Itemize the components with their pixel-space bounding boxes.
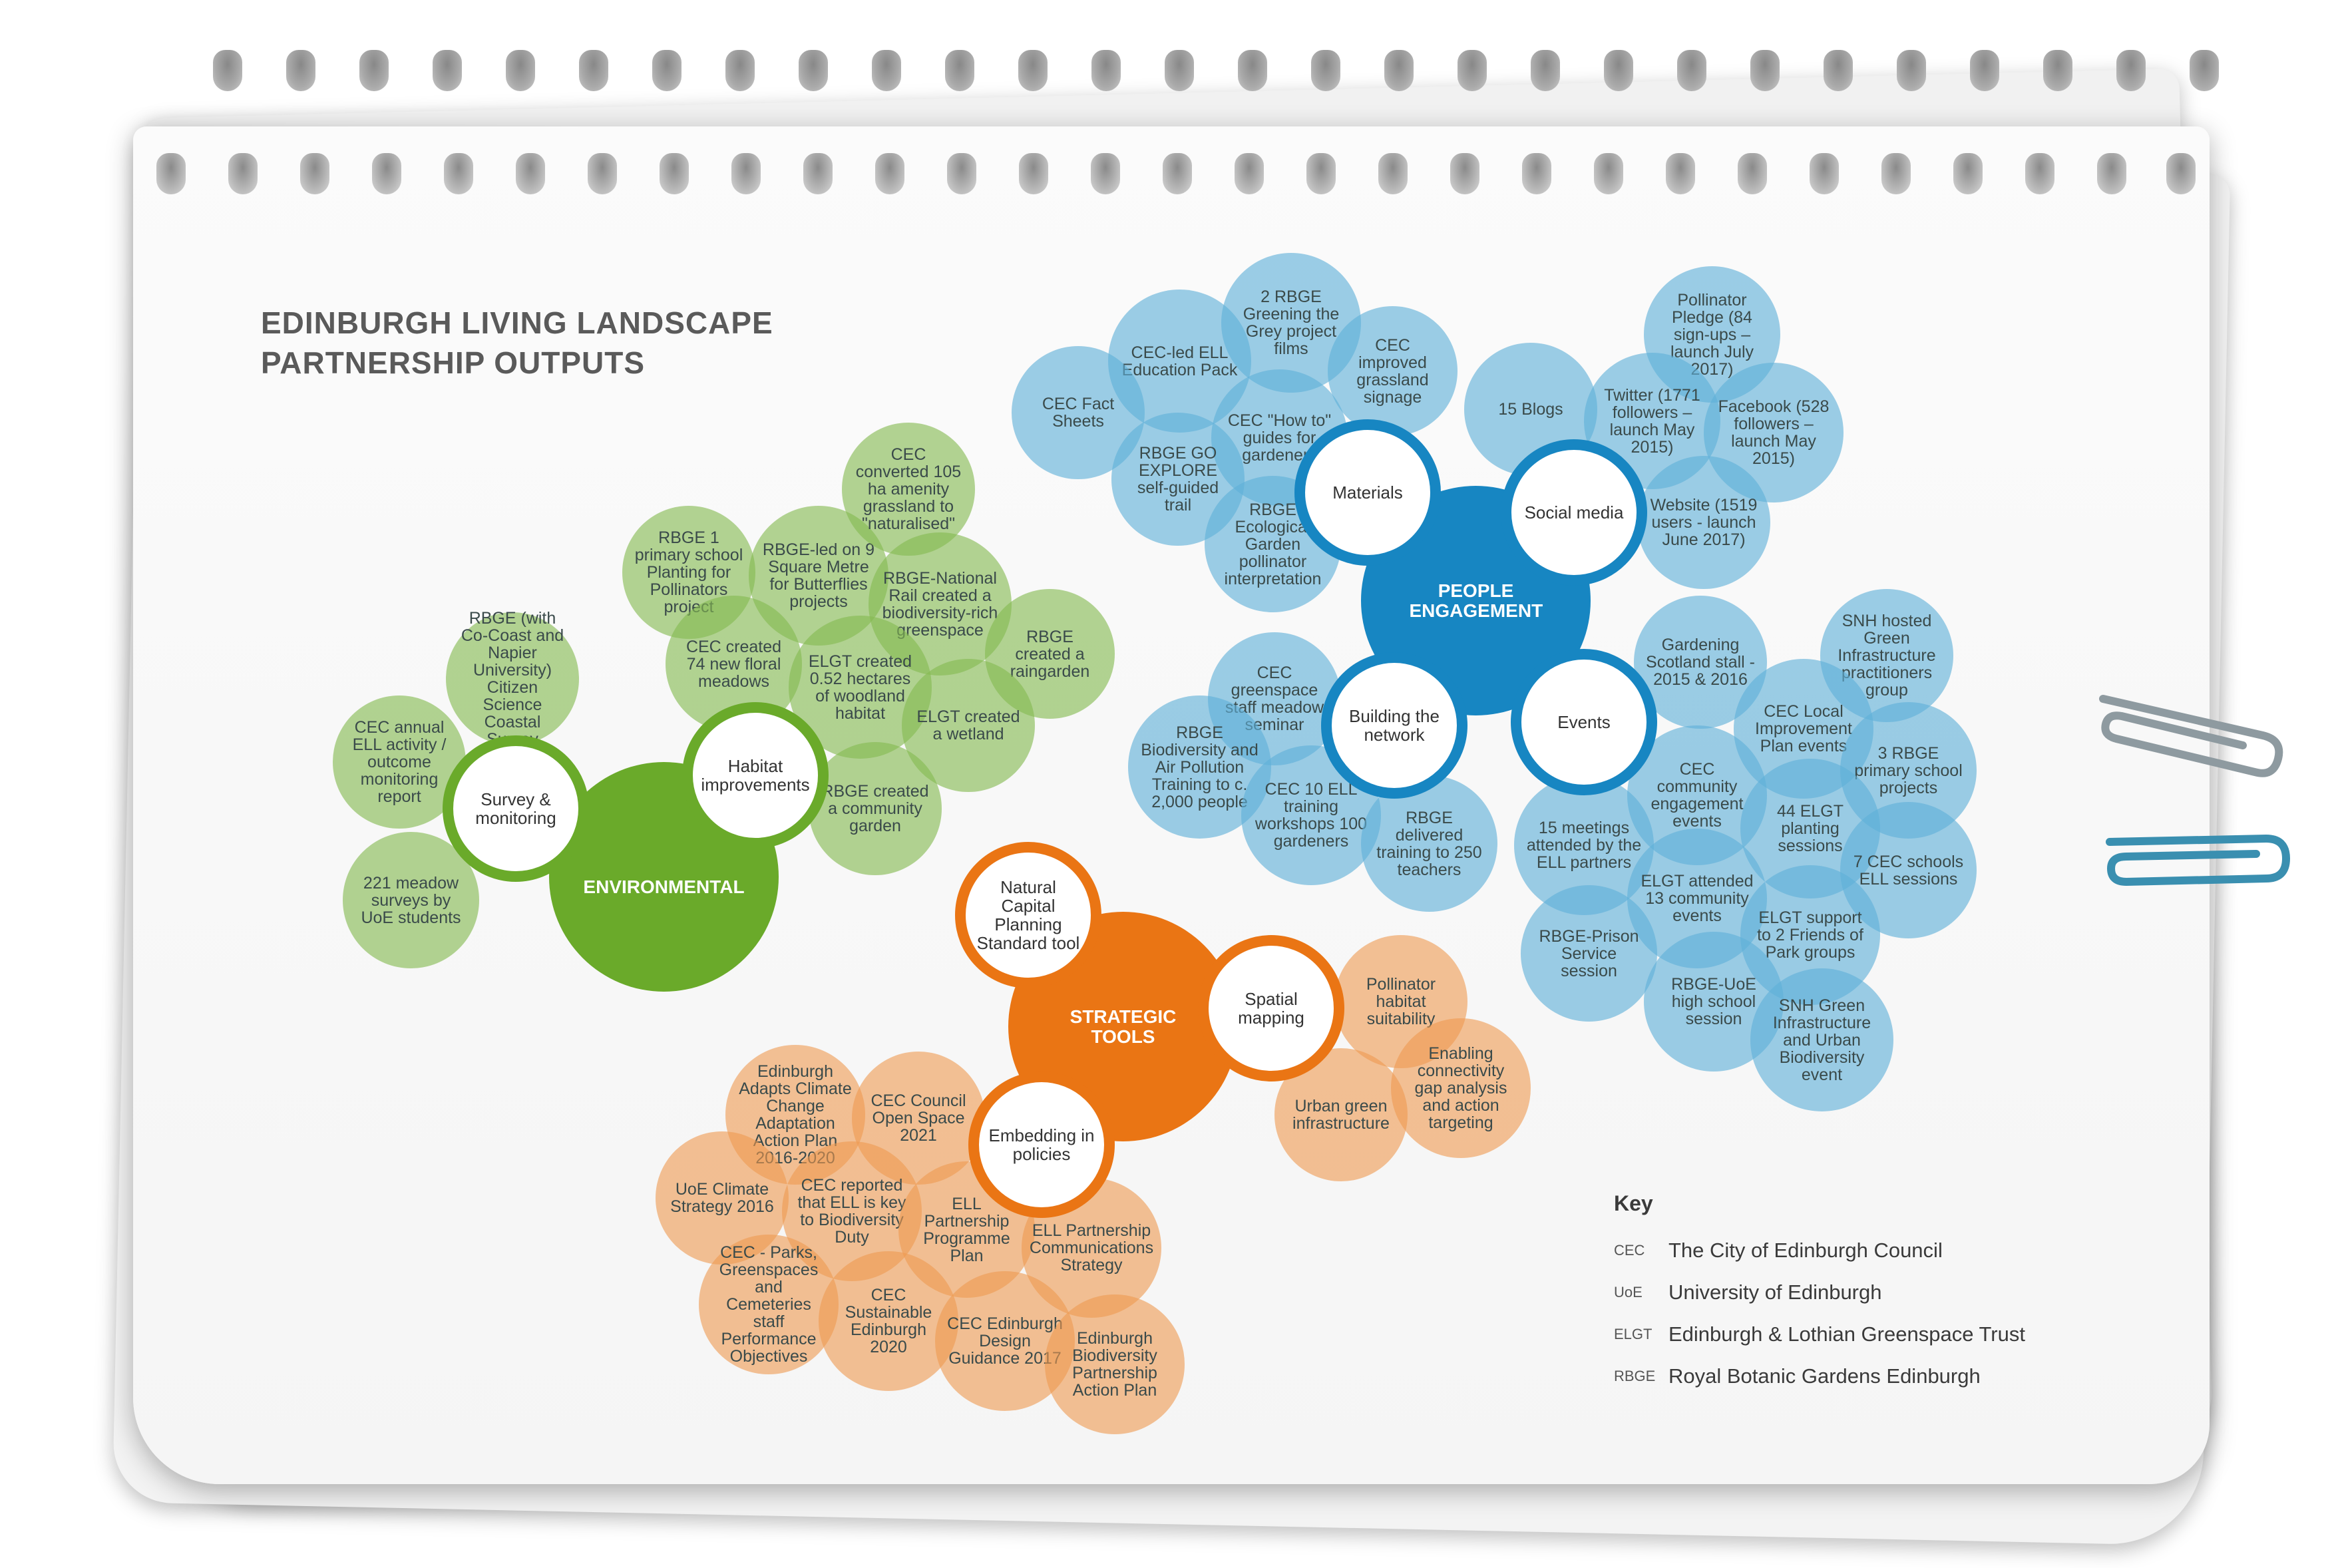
output-bubble: CEC created 74 new floral meadows <box>666 596 802 732</box>
output-bubble: Website (1519 users - launch June 2017) <box>1637 456 1770 589</box>
paper-clip-grey-icon <box>2099 695 2283 777</box>
title-line-2: PARTNERSHIP OUTPUTS <box>261 345 646 380</box>
title-line-1: EDINBURGH LIVING LANDSCAPE <box>261 305 773 340</box>
legend-full: Edinburgh & Lothian Greenspace Trust <box>1668 1322 2025 1346</box>
legend-row: CEC The City of Edinburgh Council <box>1614 1229 2025 1271</box>
output-bubble: RBGE created a community garden <box>809 742 942 875</box>
subhub-embedding-policies: Embedding in policies <box>968 1072 1115 1218</box>
legend-full: The City of Edinburgh Council <box>1668 1238 1943 1262</box>
subhub-habitat-improvements: Habitat improvements <box>682 702 829 849</box>
legend-row: RBGE Royal Botanic Gardens Edinburgh <box>1614 1355 2025 1397</box>
legend-row: ELGT Edinburgh & Lothian Greenspace Trus… <box>1614 1313 2025 1355</box>
paper-clip-blue-icon <box>2106 834 2291 886</box>
output-bubble: CEC improved grassland signage <box>1328 306 1458 436</box>
output-bubble: Enabling connectivity gap analysis and a… <box>1391 1018 1531 1158</box>
output-bubble: CEC - Parks, Greenspaces and Cemeteries … <box>699 1235 839 1374</box>
legend-abbr: CEC <box>1614 1241 1645 1259</box>
output-bubble: RBGE delivered training to 250 teachers <box>1361 775 1497 912</box>
output-bubble: ELGT created a wetland <box>902 659 1035 792</box>
output-bubble: 221 meadow surveys by UoE students <box>343 832 479 968</box>
subhub-spatial-mapping: Spatial mapping <box>1198 935 1344 1081</box>
hub-people-label: PEOPLE ENGAGEMENT <box>1409 580 1543 621</box>
legend-row: UoE University of Edinburgh <box>1614 1271 2025 1313</box>
legend-key: Key CEC The City of Edinburgh Council Uo… <box>1614 1191 2025 1397</box>
legend-full: University of Edinburgh <box>1668 1280 1882 1304</box>
subhub-materials: Materials <box>1294 419 1441 566</box>
subhub-natural-capital-tool: Natural Capital Planning Standard tool <box>955 842 1101 988</box>
subhub-social-media: Social media <box>1501 439 1647 586</box>
output-bubble: CEC annual ELL activity / outcome monito… <box>333 695 466 829</box>
output-bubble: CEC 10 ELL training workshops 100 garden… <box>1241 745 1381 885</box>
output-bubble: RBGE-Prison Service session <box>1521 885 1657 1022</box>
subhub-building-network: Building the network <box>1321 652 1467 799</box>
hub-environmental-label: ENVIRONMENTAL <box>583 876 745 897</box>
output-bubble: Pollinator Pledge (84 sign-ups – launch … <box>1644 266 1780 403</box>
subhub-survey-monitoring: Survey & monitoring <box>443 735 589 882</box>
legend-abbr: UoE <box>1614 1283 1643 1300</box>
output-bubble: CEC Sustainable Edinburgh 2020 <box>819 1251 958 1391</box>
output-bubble: CEC reported that ELL is key to Biodiver… <box>782 1141 922 1281</box>
legend-full: Royal Botanic Gardens Edinburgh <box>1668 1364 1981 1388</box>
diagram-title: EDINBURGH LIVING LANDSCAPE PARTNERSHIP O… <box>261 303 773 383</box>
output-bubble: Edinburgh Biodiversity Partnership Actio… <box>1045 1294 1185 1434</box>
spiral-holes-back <box>213 50 2276 103</box>
output-bubble: 7 CEC schools ELL sessions <box>1840 802 1977 938</box>
subhub-events: Events <box>1511 649 1657 795</box>
hub-strategic-label: STRATEGIC TOOLS <box>1070 1006 1177 1047</box>
legend-title: Key <box>1614 1191 1653 1215</box>
legend-abbr: ELGT <box>1614 1325 1653 1342</box>
legend-abbr: RBGE <box>1614 1367 1656 1384</box>
output-bubble: SNH Green Infrastructure and Urban Biodi… <box>1750 968 1893 1111</box>
spiral-holes-front <box>143 153 2206 206</box>
output-bubble: RBGE (with Co-Coast and Napier Universit… <box>446 610 579 748</box>
